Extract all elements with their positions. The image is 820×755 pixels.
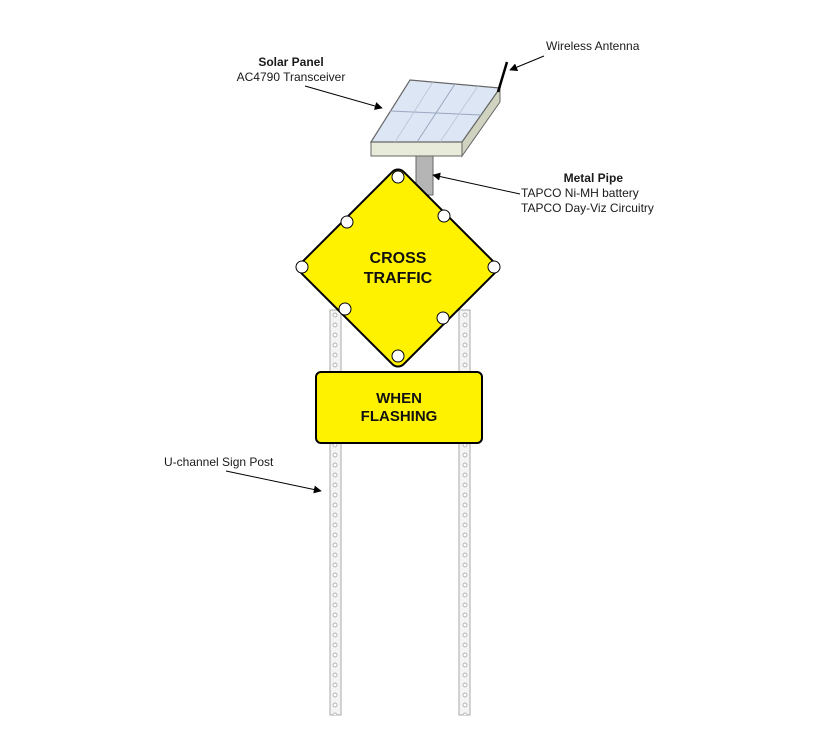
sign-light xyxy=(391,170,405,184)
sign-light xyxy=(338,302,352,316)
arrow-solar-panel xyxy=(304,85,383,110)
sign-light xyxy=(340,215,354,229)
arrow-metal-pipe xyxy=(432,172,521,195)
sign-text-line1: CROSS xyxy=(370,250,427,267)
sign-light xyxy=(487,260,501,274)
sign-light xyxy=(437,209,451,223)
label-metal-pipe-title: Metal Pipe xyxy=(564,171,624,185)
label-metal-pipe-line2: TAPCO Day-Viz Circuitry xyxy=(521,201,654,215)
sign-text-line2: TRAFFIC xyxy=(364,270,433,287)
wireless-antenna xyxy=(496,61,509,93)
cross-traffic-sign: CROSS TRAFFIC xyxy=(295,168,501,368)
solar-panel xyxy=(369,79,502,158)
u-channel-post-right xyxy=(458,309,471,716)
when-flashing-plate: WHEN FLASHING xyxy=(315,371,483,444)
label-wireless-antenna: Wireless Antenna xyxy=(546,39,640,53)
label-u-channel: U-channel Sign Post xyxy=(164,455,274,469)
u-channel-post-left xyxy=(329,309,342,716)
plate-text-line1: WHEN xyxy=(376,390,422,407)
sign-light xyxy=(391,349,405,363)
label-metal-pipe-line1: TAPCO Ni-MH battery xyxy=(521,186,639,200)
plate-text-line2: FLASHING xyxy=(361,408,438,425)
arrow-wireless-antenna xyxy=(509,55,545,71)
sign-light xyxy=(436,311,450,325)
label-solar-panel-title: Solar Panel xyxy=(258,55,323,69)
label-solar-panel-sub: AC4790 Transceiver xyxy=(237,70,346,84)
sign-light xyxy=(295,260,309,274)
arrow-u-channel xyxy=(225,470,322,494)
